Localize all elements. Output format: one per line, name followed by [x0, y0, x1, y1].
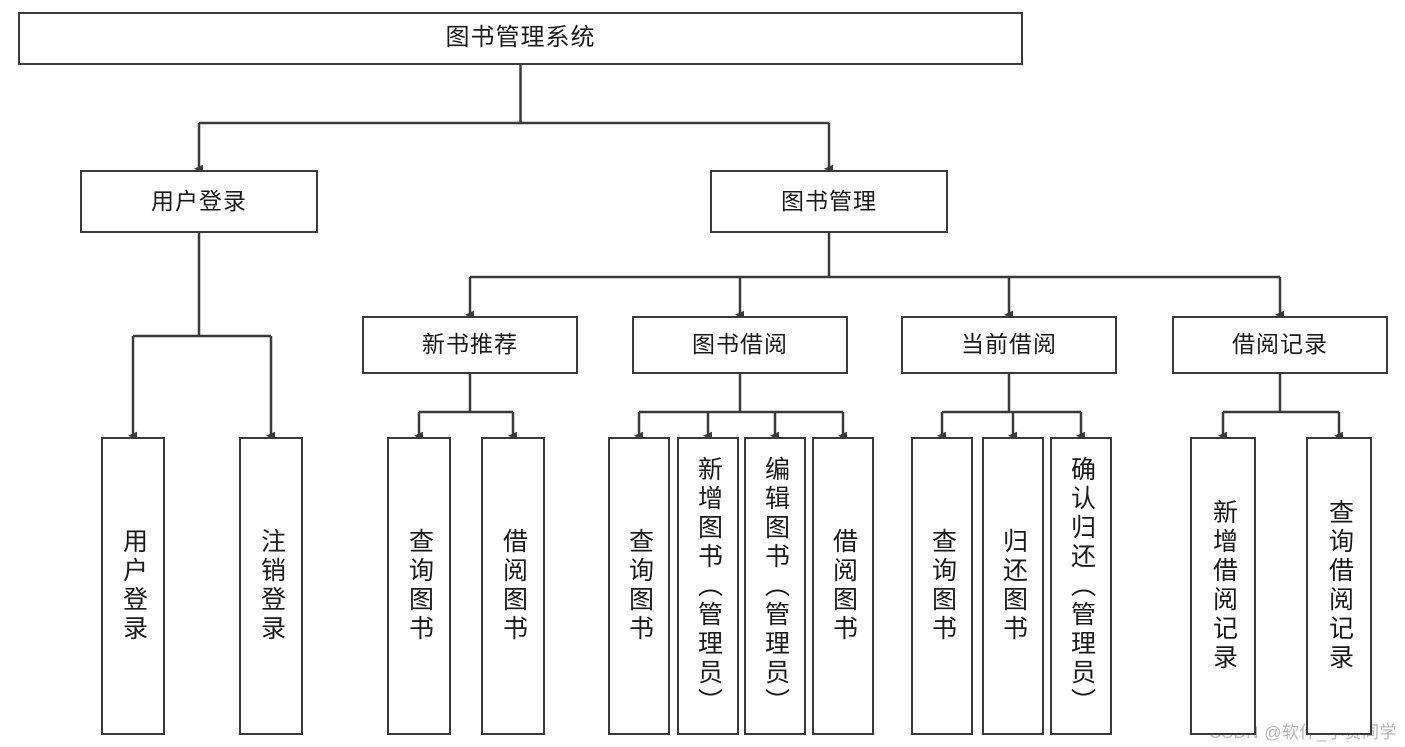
node-lf5[interactable]: 查询图书	[608, 437, 670, 735]
node-label: 图书管理	[781, 187, 877, 214]
node-l2b[interactable]: 图书管理	[710, 170, 948, 233]
node-lf2[interactable]: 注销登录	[239, 437, 303, 735]
node-label: 查询图书	[928, 528, 957, 644]
node-l3b[interactable]: 图书借阅	[632, 316, 848, 374]
node-label: 新增图书（管理员）	[694, 455, 723, 717]
node-label: 编辑图书（管理员）	[761, 455, 790, 717]
node-lf3[interactable]: 查询图书	[387, 437, 451, 735]
node-label: 用户登录	[119, 528, 148, 644]
node-label: 查询借阅记录	[1325, 499, 1354, 673]
node-label: 注销登录	[257, 528, 286, 644]
node-lf1[interactable]: 用户登录	[101, 437, 165, 735]
node-lf7[interactable]: 编辑图书（管理员）	[744, 437, 806, 735]
node-label: 查询图书	[405, 528, 434, 644]
node-l3c[interactable]: 当前借阅	[901, 316, 1117, 374]
node-l3a[interactable]: 新书推荐	[362, 316, 578, 374]
node-l3d[interactable]: 借阅记录	[1172, 316, 1388, 374]
node-label: 归还图书	[999, 528, 1028, 644]
node-lf13[interactable]: 查询借阅记录	[1306, 437, 1372, 735]
node-label: 确认归还（管理员）	[1067, 455, 1096, 717]
node-label: 借阅图书	[499, 528, 528, 644]
node-lf10[interactable]: 归还图书	[982, 437, 1044, 735]
node-label: 借阅图书	[829, 528, 858, 644]
node-lf6[interactable]: 新增图书（管理员）	[677, 437, 739, 735]
node-label: 查询图书	[625, 528, 654, 644]
node-lf11[interactable]: 确认归还（管理员）	[1050, 437, 1112, 735]
node-label: 当前借阅	[961, 331, 1057, 358]
node-root[interactable]: 图书管理系统	[18, 12, 1023, 65]
node-label: 图书借阅	[692, 331, 788, 358]
node-label: 新书推荐	[422, 331, 518, 358]
node-l2a[interactable]: 用户登录	[80, 170, 318, 233]
node-lf9[interactable]: 查询图书	[911, 437, 973, 735]
node-label: 借阅记录	[1232, 331, 1328, 358]
node-lf12[interactable]: 新增借阅记录	[1190, 437, 1256, 735]
node-label: 新增借阅记录	[1209, 499, 1238, 673]
node-label: 图书管理系统	[445, 24, 596, 52]
node-lf4[interactable]: 借阅图书	[481, 437, 545, 735]
node-label: 用户登录	[151, 187, 247, 214]
node-lf8[interactable]: 借阅图书	[812, 437, 874, 735]
